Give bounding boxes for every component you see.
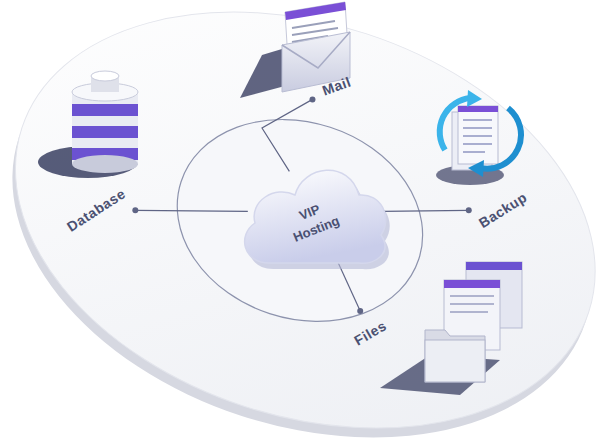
cloud-outline <box>245 170 386 263</box>
backup-arrow <box>440 98 470 150</box>
backup-doc <box>458 106 498 164</box>
doc-line <box>463 135 492 137</box>
files-icon <box>380 262 522 395</box>
connector-dot <box>309 96 315 102</box>
database-icon <box>38 71 138 178</box>
mail-line <box>292 21 335 28</box>
backup-arrowhead <box>467 90 482 107</box>
db-cap-top <box>91 71 119 81</box>
inner-ring <box>151 89 449 353</box>
file-line <box>450 303 494 305</box>
connector-line <box>382 210 469 212</box>
mail-flap <box>282 32 350 68</box>
db-band <box>72 104 138 116</box>
icon-shadow <box>38 146 138 178</box>
cloud-node: VIP Hosting <box>235 151 395 273</box>
connector-line <box>135 210 247 211</box>
file-window-header <box>444 280 500 288</box>
file-window-header <box>466 262 522 270</box>
backup-icon <box>436 90 521 185</box>
doc-line <box>463 151 485 153</box>
connector-line <box>262 99 312 171</box>
backup-doc-lines <box>463 120 492 152</box>
connector-dot <box>357 308 363 314</box>
doc-line <box>463 143 492 145</box>
folder <box>425 330 485 382</box>
file-line <box>450 311 488 313</box>
db-band <box>72 126 138 138</box>
mail-line <box>292 28 338 35</box>
file-line <box>450 295 494 297</box>
backup-arrowhead <box>468 160 484 177</box>
connector-dot <box>132 207 138 213</box>
mail-letter-header <box>285 2 346 20</box>
folder-front <box>425 340 485 382</box>
db-bottom <box>72 155 138 173</box>
db-body <box>72 92 138 164</box>
backup-arrow <box>480 108 521 169</box>
backup-doc-header <box>458 106 498 112</box>
doc-line <box>463 119 492 121</box>
connector-dot <box>466 207 472 213</box>
doc-line <box>463 127 492 129</box>
file-lines <box>450 296 494 312</box>
